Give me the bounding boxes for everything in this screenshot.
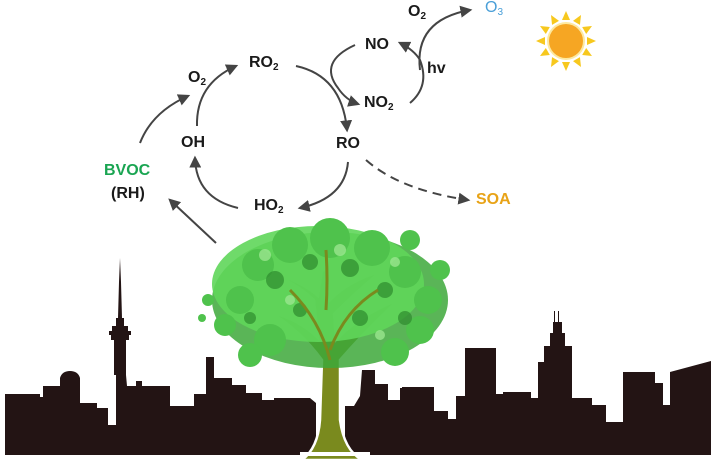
ground-gap: [300, 452, 370, 456]
label-o3: O3: [485, 0, 504, 18]
arrow-oh-to-ro2: [195, 64, 239, 127]
arrow-ho2-to-oh: [189, 155, 239, 209]
reaction-arrows: [139, 5, 473, 244]
arrow-hv-to-o3: [418, 5, 473, 71]
arrow-tree-to-bvoc: [168, 198, 217, 244]
label-ro2: RO2: [249, 54, 279, 73]
tree-canopy: [198, 218, 450, 368]
label-ho2: HO2: [254, 197, 284, 216]
arrow-ro-to-ho2: [297, 161, 349, 212]
arrow-ro2-to-ro: [295, 65, 353, 133]
label-o2-left: O2: [188, 69, 207, 88]
label-o2-top: O2: [408, 3, 427, 22]
arrow-bvoc-to-o2: [139, 94, 191, 144]
label-ro: RO: [336, 135, 360, 152]
label-oh: OH: [181, 134, 205, 151]
label-rh: (RH): [111, 185, 145, 202]
arrow-ro-to-soa-dashed: [365, 159, 471, 205]
label-bvoc: BVOC: [104, 162, 151, 179]
label-hv: hv: [427, 60, 446, 77]
label-no2: NO2: [364, 94, 394, 113]
sun-icon: [536, 11, 596, 71]
arrow-no-to-no2: [330, 44, 361, 107]
label-no: NO: [365, 36, 389, 53]
city-skyline-right: [345, 311, 711, 455]
label-soa: SOA: [476, 191, 511, 208]
city-skyline-left: [5, 258, 316, 455]
